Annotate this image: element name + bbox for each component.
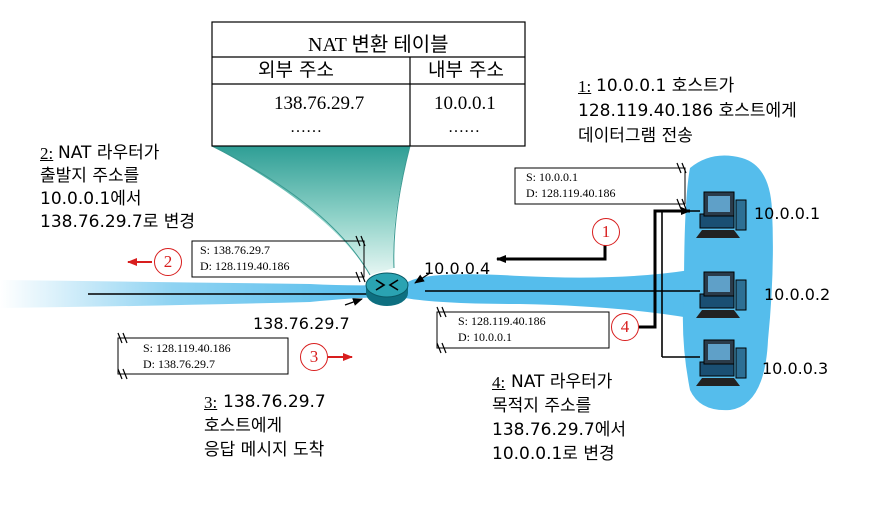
step-4-line: NAT 라우터가 xyxy=(511,372,613,392)
nat-table-frame xyxy=(211,21,526,147)
packet-3-destination: D: 138.76.29.7 xyxy=(143,357,215,371)
table-dots-wan: …… xyxy=(290,119,322,136)
step-3-number: 3: xyxy=(204,393,218,412)
host-computer-icon xyxy=(696,191,747,386)
packet-3-box xyxy=(117,337,289,375)
lan-network-band xyxy=(405,270,690,318)
table-header-wan: 외부 주소 xyxy=(258,59,334,81)
router-icon xyxy=(365,272,409,306)
table-header-lan: 내부 주소 xyxy=(428,59,504,81)
step-1-line: 데이터그램 전송 xyxy=(578,126,693,146)
packet-1-box xyxy=(514,167,686,205)
flow-arrow-4 xyxy=(639,207,691,329)
step-marker-1: 1 xyxy=(592,218,620,246)
step-1-number: 1: xyxy=(578,77,592,96)
router-wan-address: 138.76.29.7 xyxy=(253,314,350,333)
step-4-number: 4: xyxy=(492,373,506,392)
table-cone xyxy=(212,146,410,275)
packet-1-source: S: 10.0.0.1 xyxy=(526,170,579,184)
step-2-line: 출발지 주소를 xyxy=(40,166,140,186)
host-3-address: 10.0.0.3 xyxy=(762,359,829,378)
step-1-line: 128.119.40.186 호스트에게 xyxy=(578,101,797,121)
host-1-address: 10.0.0.1 xyxy=(754,204,821,223)
packet-3-source: S: 128.119.40.186 xyxy=(143,341,231,355)
step-3-line: 호스트에게 xyxy=(204,416,283,436)
step-3-line: 응답 메시지 도착 xyxy=(204,440,325,460)
table-dots-lan: …… xyxy=(448,119,480,136)
table-title: NAT 변환 테이블 xyxy=(308,34,449,56)
packet-2-destination: D: 128.119.40.186 xyxy=(200,259,290,273)
step-4-line: 목적지 주소를 xyxy=(492,396,592,416)
packet-1-destination: D: 128.119.40.186 xyxy=(526,186,616,200)
step-2-line: NAT 라우터가 xyxy=(58,143,160,163)
step-3-line: 138.76.29.7 xyxy=(223,392,326,412)
step-marker-3: 3 xyxy=(300,343,328,371)
step-1-line: 10.0.0.1 호스트가 xyxy=(596,76,735,96)
step-4-line: 10.0.0.1로 변경 xyxy=(492,444,615,464)
packet-4-source: S: 128.119.40.186 xyxy=(458,314,546,328)
router-lan-address: 10.0.0.4 xyxy=(424,259,491,278)
packet-4-box xyxy=(436,311,610,349)
flow-arrow-1 xyxy=(496,244,607,263)
step-marker-4: 4 xyxy=(611,313,639,341)
step-marker-2: 2 xyxy=(154,248,182,276)
table-cell-lan: 10.0.0.1 xyxy=(434,93,496,114)
step-2-line: 138.76.29.7로 변경 xyxy=(40,212,196,232)
packet-2-box xyxy=(191,240,365,278)
packet-4-destination: D: 10.0.0.1 xyxy=(458,330,512,344)
packet-2-source: S: 138.76.29.7 xyxy=(200,243,271,257)
step-4-line: 138.76.29.7에서 xyxy=(492,420,627,440)
step-2-number: 2: xyxy=(40,144,54,163)
step-2-line: 10.0.0.1에서 xyxy=(40,189,142,209)
host-2-address: 10.0.0.2 xyxy=(764,285,831,304)
table-cell-wan: 138.76.29.7 xyxy=(274,93,365,114)
